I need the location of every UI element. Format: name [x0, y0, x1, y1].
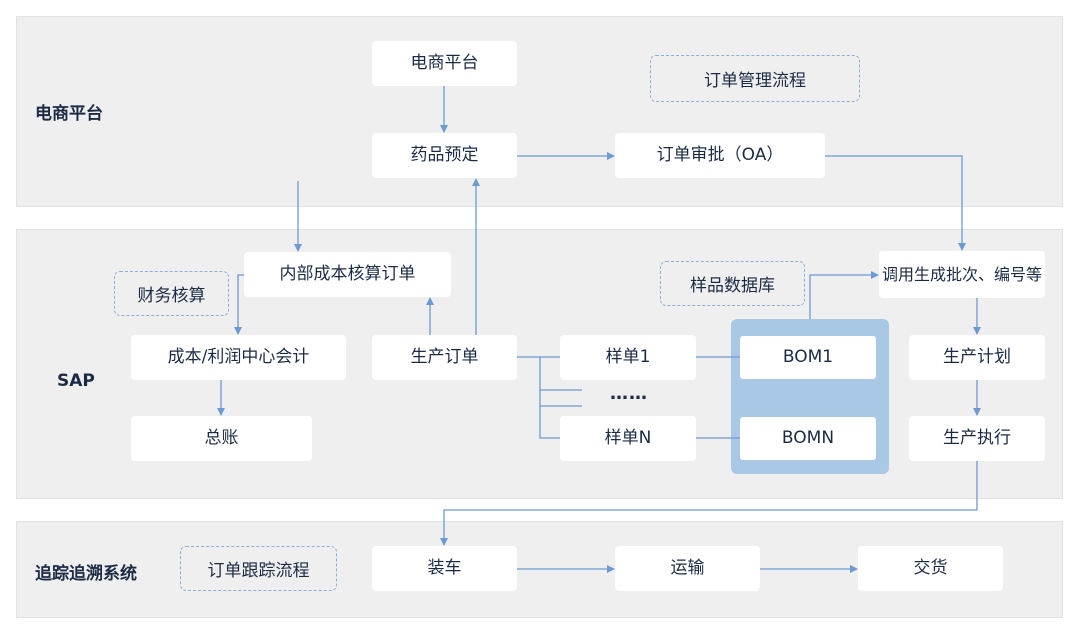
node-loading: 装车: [372, 546, 517, 591]
node-internal-cost-order: 内部成本核算订单: [244, 252, 451, 297]
tag-order-tracking-flow: 订单跟踪流程: [180, 546, 337, 591]
node-delivery: 交货: [858, 546, 1003, 591]
node-ecommerce-platform: 电商平台: [372, 41, 517, 86]
ecommerce-band-label: 电商平台: [35, 104, 103, 124]
node-cost-profit-center: 成本/利润中心会计: [131, 335, 346, 380]
node-order-approval: 订单审批（OA）: [615, 133, 825, 178]
node-drug-booking: 药品预定: [372, 133, 517, 178]
node-sample-1: 样单1: [560, 335, 696, 380]
tracking-band-label: 追踪追溯系统: [35, 564, 137, 584]
node-bom-1: BOM1: [740, 336, 876, 379]
sap-band-label: SAP: [57, 371, 95, 391]
node-transport: 运输: [615, 546, 760, 591]
node-production-execution: 生产执行: [909, 416, 1045, 461]
node-sample-n: 样单N: [560, 416, 696, 461]
tag-finance-accounting: 财务核算: [114, 271, 229, 316]
tag-order-management-flow: 订单管理流程: [650, 55, 860, 102]
node-general-ledger: 总账: [131, 416, 312, 461]
node-production-plan: 生产计划: [909, 335, 1045, 380]
node-bom-n: BOMN: [740, 417, 876, 460]
tag-sample-database: 样品数据库: [660, 261, 805, 306]
node-call-batch-number: 调用生成批次、编号等: [879, 251, 1045, 298]
node-production-order: 生产订单: [372, 335, 517, 380]
samples-ellipsis: ……: [610, 383, 648, 404]
ecommerce-band: [16, 16, 1063, 207]
